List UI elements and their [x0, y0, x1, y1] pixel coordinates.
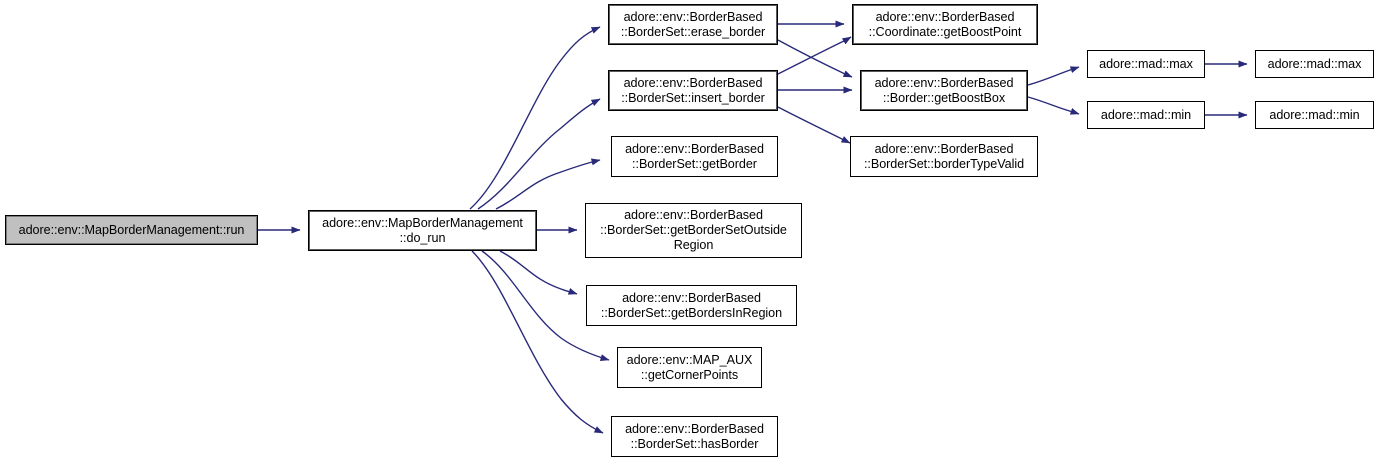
graph-node-mad_max_2[interactable]: adore::mad::max: [1255, 50, 1374, 78]
graph-node-label: adore::env::BorderBased ::Border::getBoo…: [874, 75, 1014, 105]
graph-node-label: adore::env::BorderBased ::BorderSet::has…: [625, 421, 764, 451]
edge-do_run-to-erase_border: [469, 26, 601, 210]
edge-getBoostBox-to-mad_max_1: [1027, 66, 1080, 86]
graph-node-mad_min_1[interactable]: adore::mad::min: [1087, 101, 1205, 129]
graph-node-label: adore::env::BorderBased ::BorderSet::get…: [600, 290, 783, 320]
edge-getBoostBox-to-mad_min_1: [1027, 96, 1080, 115]
edge-do_run-to-hasBorder: [471, 250, 604, 434]
graph-node-getBoostBox[interactable]: adore::env::BorderBased ::Border::getBoo…: [860, 70, 1028, 111]
graph-node-label: adore::env::BorderBased ::BorderSet::get…: [600, 208, 787, 252]
graph-node-label: adore::env::BorderBased ::Coordinate::ge…: [868, 9, 1022, 39]
edge-insert_border-to-borderTypeValid: [777, 106, 851, 144]
graph-node-getBoostPoint[interactable]: adore::env::BorderBased ::Coordinate::ge…: [852, 4, 1038, 45]
graph-node-label: adore::env::BorderBased ::BorderSet::bor…: [863, 141, 1025, 171]
graph-node-getCornerPoints[interactable]: adore::env::MAP_AUX ::getCornerPoints: [617, 347, 762, 388]
graph-node-getBordersInRegion[interactable]: adore::env::BorderBased ::BorderSet::get…: [586, 285, 797, 326]
graph-node-mad_min_2[interactable]: adore::mad::min: [1255, 101, 1374, 129]
graph-node-label: adore::mad::max: [1099, 56, 1193, 71]
graph-node-getBorderSetOutsideRegion[interactable]: adore::env::BorderBased ::BorderSet::get…: [585, 203, 802, 258]
graph-node-hasBorder[interactable]: adore::env::BorderBased ::BorderSet::has…: [611, 416, 778, 457]
graph-node-label: adore::mad::max: [1267, 56, 1362, 71]
edge-insert_border-to-getBoostPoint: [777, 36, 852, 75]
graph-node-label: adore::mad::min: [1269, 107, 1360, 122]
graph-node-label: adore::mad::min: [1100, 107, 1192, 122]
graph-node-erase_border[interactable]: adore::env::BorderBased ::BorderSet::era…: [608, 4, 778, 45]
graph-node-borderTypeValid[interactable]: adore::env::BorderBased ::BorderSet::bor…: [850, 136, 1038, 177]
graph-node-do_run[interactable]: adore::env::MapBorderManagement ::do_run: [308, 210, 537, 251]
graph-node-insert_border[interactable]: adore::env::BorderBased ::BorderSet::ins…: [608, 70, 778, 111]
graph-node-label: adore::env::MapBorderManagement ::do_run: [322, 215, 523, 245]
graph-node-label: adore::env::BorderBased ::BorderSet::ins…: [621, 75, 765, 105]
edge-do_run-to-getBorder: [495, 158, 601, 210]
graph-node-label: adore::env::MapBorderManagement::run: [18, 222, 245, 237]
edge-do_run-to-insert_border: [477, 98, 601, 210]
graph-node-label: adore::env::BorderBased ::BorderSet::era…: [620, 9, 766, 39]
graph-node-mad_max_1[interactable]: adore::mad::max: [1087, 50, 1205, 78]
edge-do_run-to-getBordersInRegion: [499, 250, 578, 295]
graph-node-label: adore::env::MAP_AUX ::getCornerPoints: [626, 352, 753, 382]
edge-erase_border-to-getBoostBox: [777, 39, 853, 78]
graph-node-run[interactable]: adore::env::MapBorderManagement::run: [5, 215, 258, 245]
graph-node-label: adore::env::BorderBased ::BorderSet::get…: [625, 141, 764, 171]
graph-node-getBorder[interactable]: adore::env::BorderBased ::BorderSet::get…: [611, 136, 778, 177]
